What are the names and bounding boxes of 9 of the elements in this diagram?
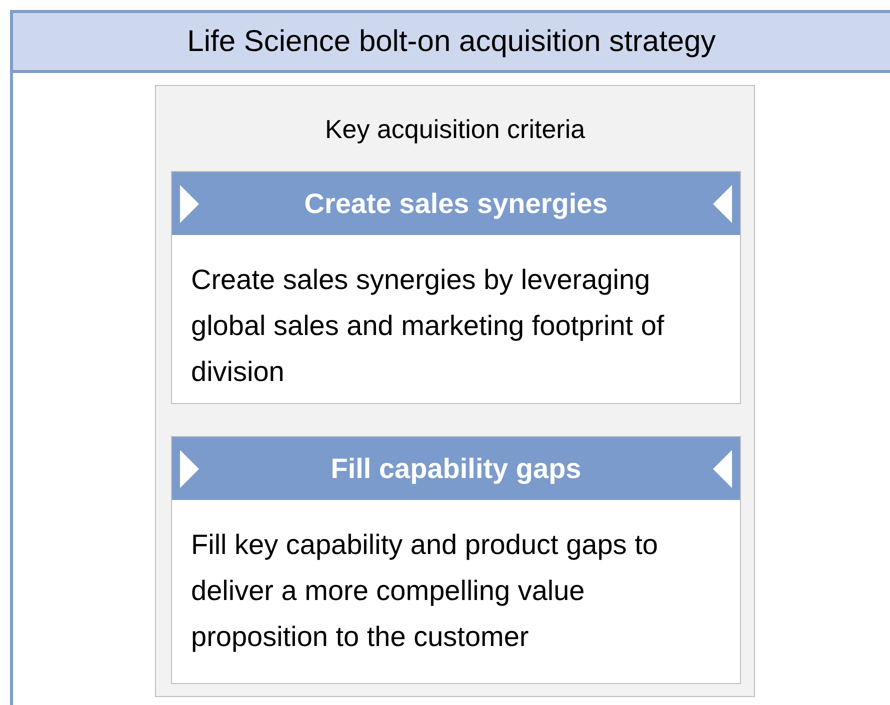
title: Life Science bolt-on acquisition strategy <box>187 24 716 58</box>
criteria-panel <box>155 85 755 697</box>
card-heading: Create sales synergies <box>304 188 608 220</box>
card-description: Fill key capability and product gaps to deliver a more compelling value proposition to the customer <box>190 528 659 654</box>
panel-heading: Key acquisition criteria <box>324 114 586 145</box>
card-heading: Fill capability gaps <box>330 452 582 484</box>
criterion-card <box>171 436 741 684</box>
criterion-card <box>171 171 741 404</box>
card-description: Create sales synergies by leveraging global sales and marketing footprint of division <box>190 263 666 389</box>
